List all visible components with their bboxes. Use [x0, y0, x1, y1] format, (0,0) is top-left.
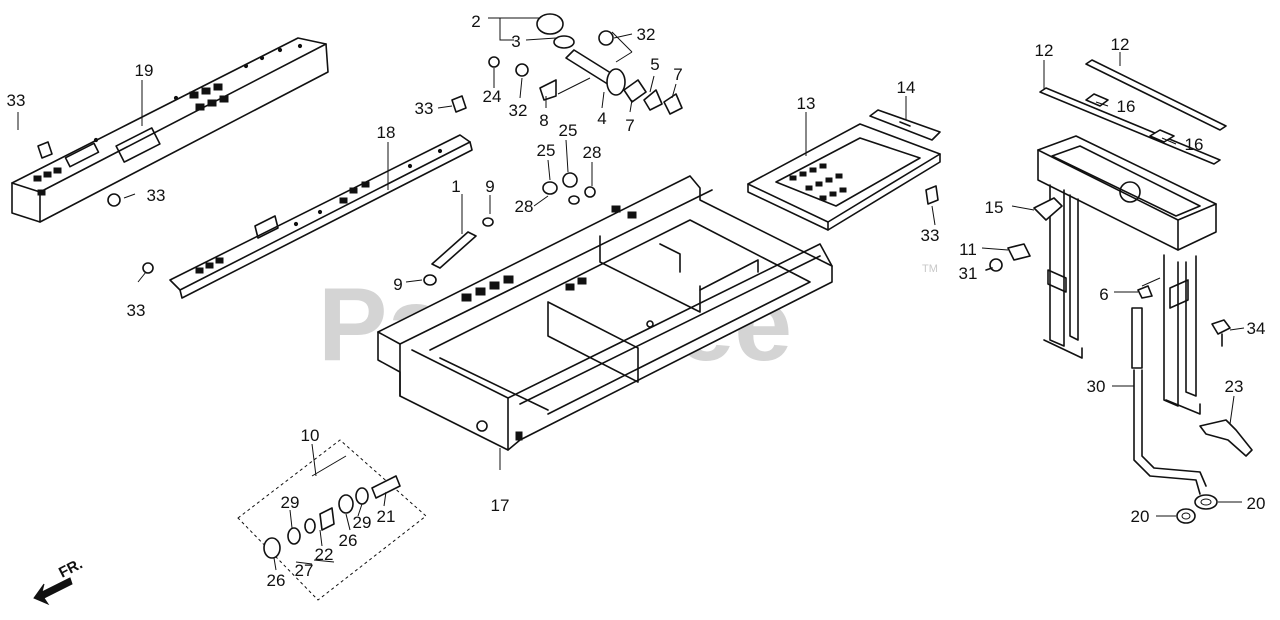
callout-32a: 32 — [637, 25, 656, 44]
part-24-bolt — [488, 56, 500, 68]
callout-33a: 33 — [7, 91, 26, 110]
callout-16a: 16 — [1117, 97, 1136, 116]
part-19-panel-plate — [11, 37, 329, 223]
part-11-clip — [1007, 243, 1031, 261]
callout-18: 18 — [377, 123, 396, 142]
callout-23: 23 — [1225, 377, 1244, 396]
callout-11: 11 — [959, 240, 977, 259]
part-8-bracket — [539, 79, 557, 101]
callout-33c: 33 — [127, 301, 146, 320]
callout-20a: 20 — [1247, 494, 1266, 513]
callout-26a: 26 — [267, 571, 286, 590]
callout-7b: 7 — [673, 65, 682, 84]
leader-lines — [17, 17, 1245, 571]
callout-30: 30 — [1087, 377, 1106, 396]
callout-31: 31 — [959, 264, 978, 283]
callout-27: 27 — [295, 561, 314, 580]
callout-14: 14 — [897, 78, 916, 97]
part-6-pin — [1137, 285, 1153, 299]
part-10-hardware-set — [237, 439, 427, 601]
part-13-panel-box — [747, 123, 941, 231]
callout-25a: 25 — [559, 121, 578, 140]
part-5-7-brackets — [623, 79, 683, 115]
callout-15: 15 — [985, 198, 1004, 217]
callout-26b: 26 — [339, 531, 358, 550]
callout-19: 19 — [135, 61, 154, 80]
callout-2: 2 — [471, 12, 480, 31]
part-1-hose — [431, 231, 477, 269]
part-20-grommets — [1176, 494, 1218, 524]
part-30-rod — [1131, 307, 1207, 495]
callout-12a: 12 — [1035, 41, 1054, 60]
callout-25b: 25 — [537, 141, 556, 160]
callout-1: 1 — [451, 177, 460, 196]
callout-17: 17 — [491, 496, 510, 515]
trademark-mark: TM — [922, 263, 938, 275]
part-31-bolt — [985, 258, 1003, 272]
callout-33d: 33 — [415, 99, 434, 118]
callout-6: 6 — [1099, 285, 1108, 304]
callout-16b: 16 — [1185, 135, 1204, 154]
right-stand-assembly — [1037, 135, 1217, 415]
callout-10: 10 — [301, 426, 320, 445]
callout-7a: 7 — [625, 116, 634, 135]
callout-33b: 33 — [147, 186, 166, 205]
callout-3: 3 — [511, 32, 520, 51]
part-2-3-cap — [536, 13, 575, 49]
callout-9a: 9 — [485, 177, 494, 196]
callout-20b: 20 — [1131, 507, 1150, 526]
part-18-long-bracket — [169, 134, 473, 299]
part-34-bolt — [1211, 319, 1231, 347]
part-4-tube — [565, 49, 626, 96]
part-25-28-grommets — [542, 172, 596, 205]
callout-13: 13 — [797, 94, 816, 113]
callout-labels: 1 2 3 4 5 6 7 7 8 9 9 10 11 12 12 13 14 … — [7, 12, 1266, 590]
part-23-lever — [1199, 419, 1253, 457]
direction-label: FR. — [56, 555, 85, 581]
front-direction-arrow-icon — [33, 577, 73, 606]
callout-9b: 9 — [393, 275, 402, 294]
part-14-strip — [869, 109, 941, 141]
callout-33e: 33 — [921, 226, 940, 245]
callout-34: 34 — [1247, 319, 1266, 338]
callout-24: 24 — [483, 87, 502, 106]
part-16-clips — [1085, 93, 1175, 143]
part-32-screws — [515, 30, 614, 77]
callout-28a: 28 — [583, 143, 602, 162]
callout-28b: 28 — [515, 197, 534, 216]
part-17-main-frame — [377, 175, 833, 451]
callout-8: 8 — [539, 111, 548, 130]
callout-21: 21 — [377, 507, 396, 526]
part-15-latch — [1033, 197, 1063, 221]
callout-22: 22 — [315, 545, 334, 564]
part-33-bolts — [37, 95, 939, 274]
callout-5: 5 — [650, 55, 659, 74]
callout-32b: 32 — [509, 101, 528, 120]
part-9-clips — [423, 217, 494, 286]
callout-12b: 12 — [1111, 35, 1130, 54]
callout-29b: 29 — [353, 513, 372, 532]
callout-29a: 29 — [281, 493, 300, 512]
callout-4: 4 — [597, 109, 606, 128]
part-12-rails — [1039, 59, 1227, 165]
